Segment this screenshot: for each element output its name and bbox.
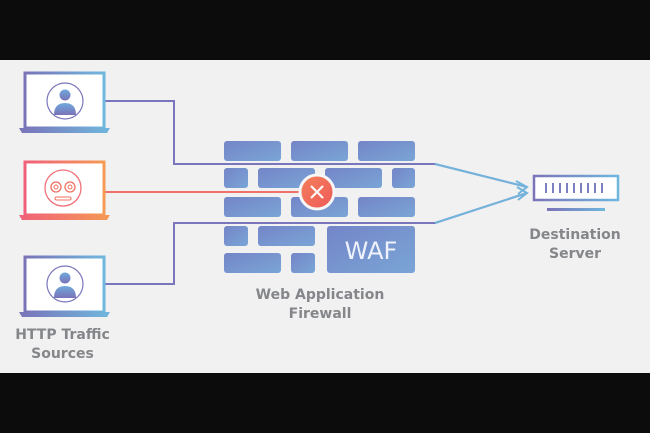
waf-badge-text: WAF	[345, 237, 398, 265]
waf-label: Web Application Firewall	[255, 287, 385, 322]
firewall-wall-icon	[224, 141, 415, 273]
blocked-x-icon	[298, 173, 336, 211]
laptop-bot-icon	[19, 160, 110, 220]
laptop-user-icon	[19, 71, 110, 133]
sources-label: HTTP Traffic Sources	[15, 327, 110, 362]
traffic-lines	[104, 100, 529, 285]
server-icon	[532, 174, 620, 211]
server-label: Destination Server	[529, 227, 621, 262]
laptop-user-icon	[19, 255, 110, 317]
arrowhead-icon	[515, 180, 529, 195]
arrowhead-icon	[516, 186, 529, 201]
waf-badge	[327, 226, 415, 273]
